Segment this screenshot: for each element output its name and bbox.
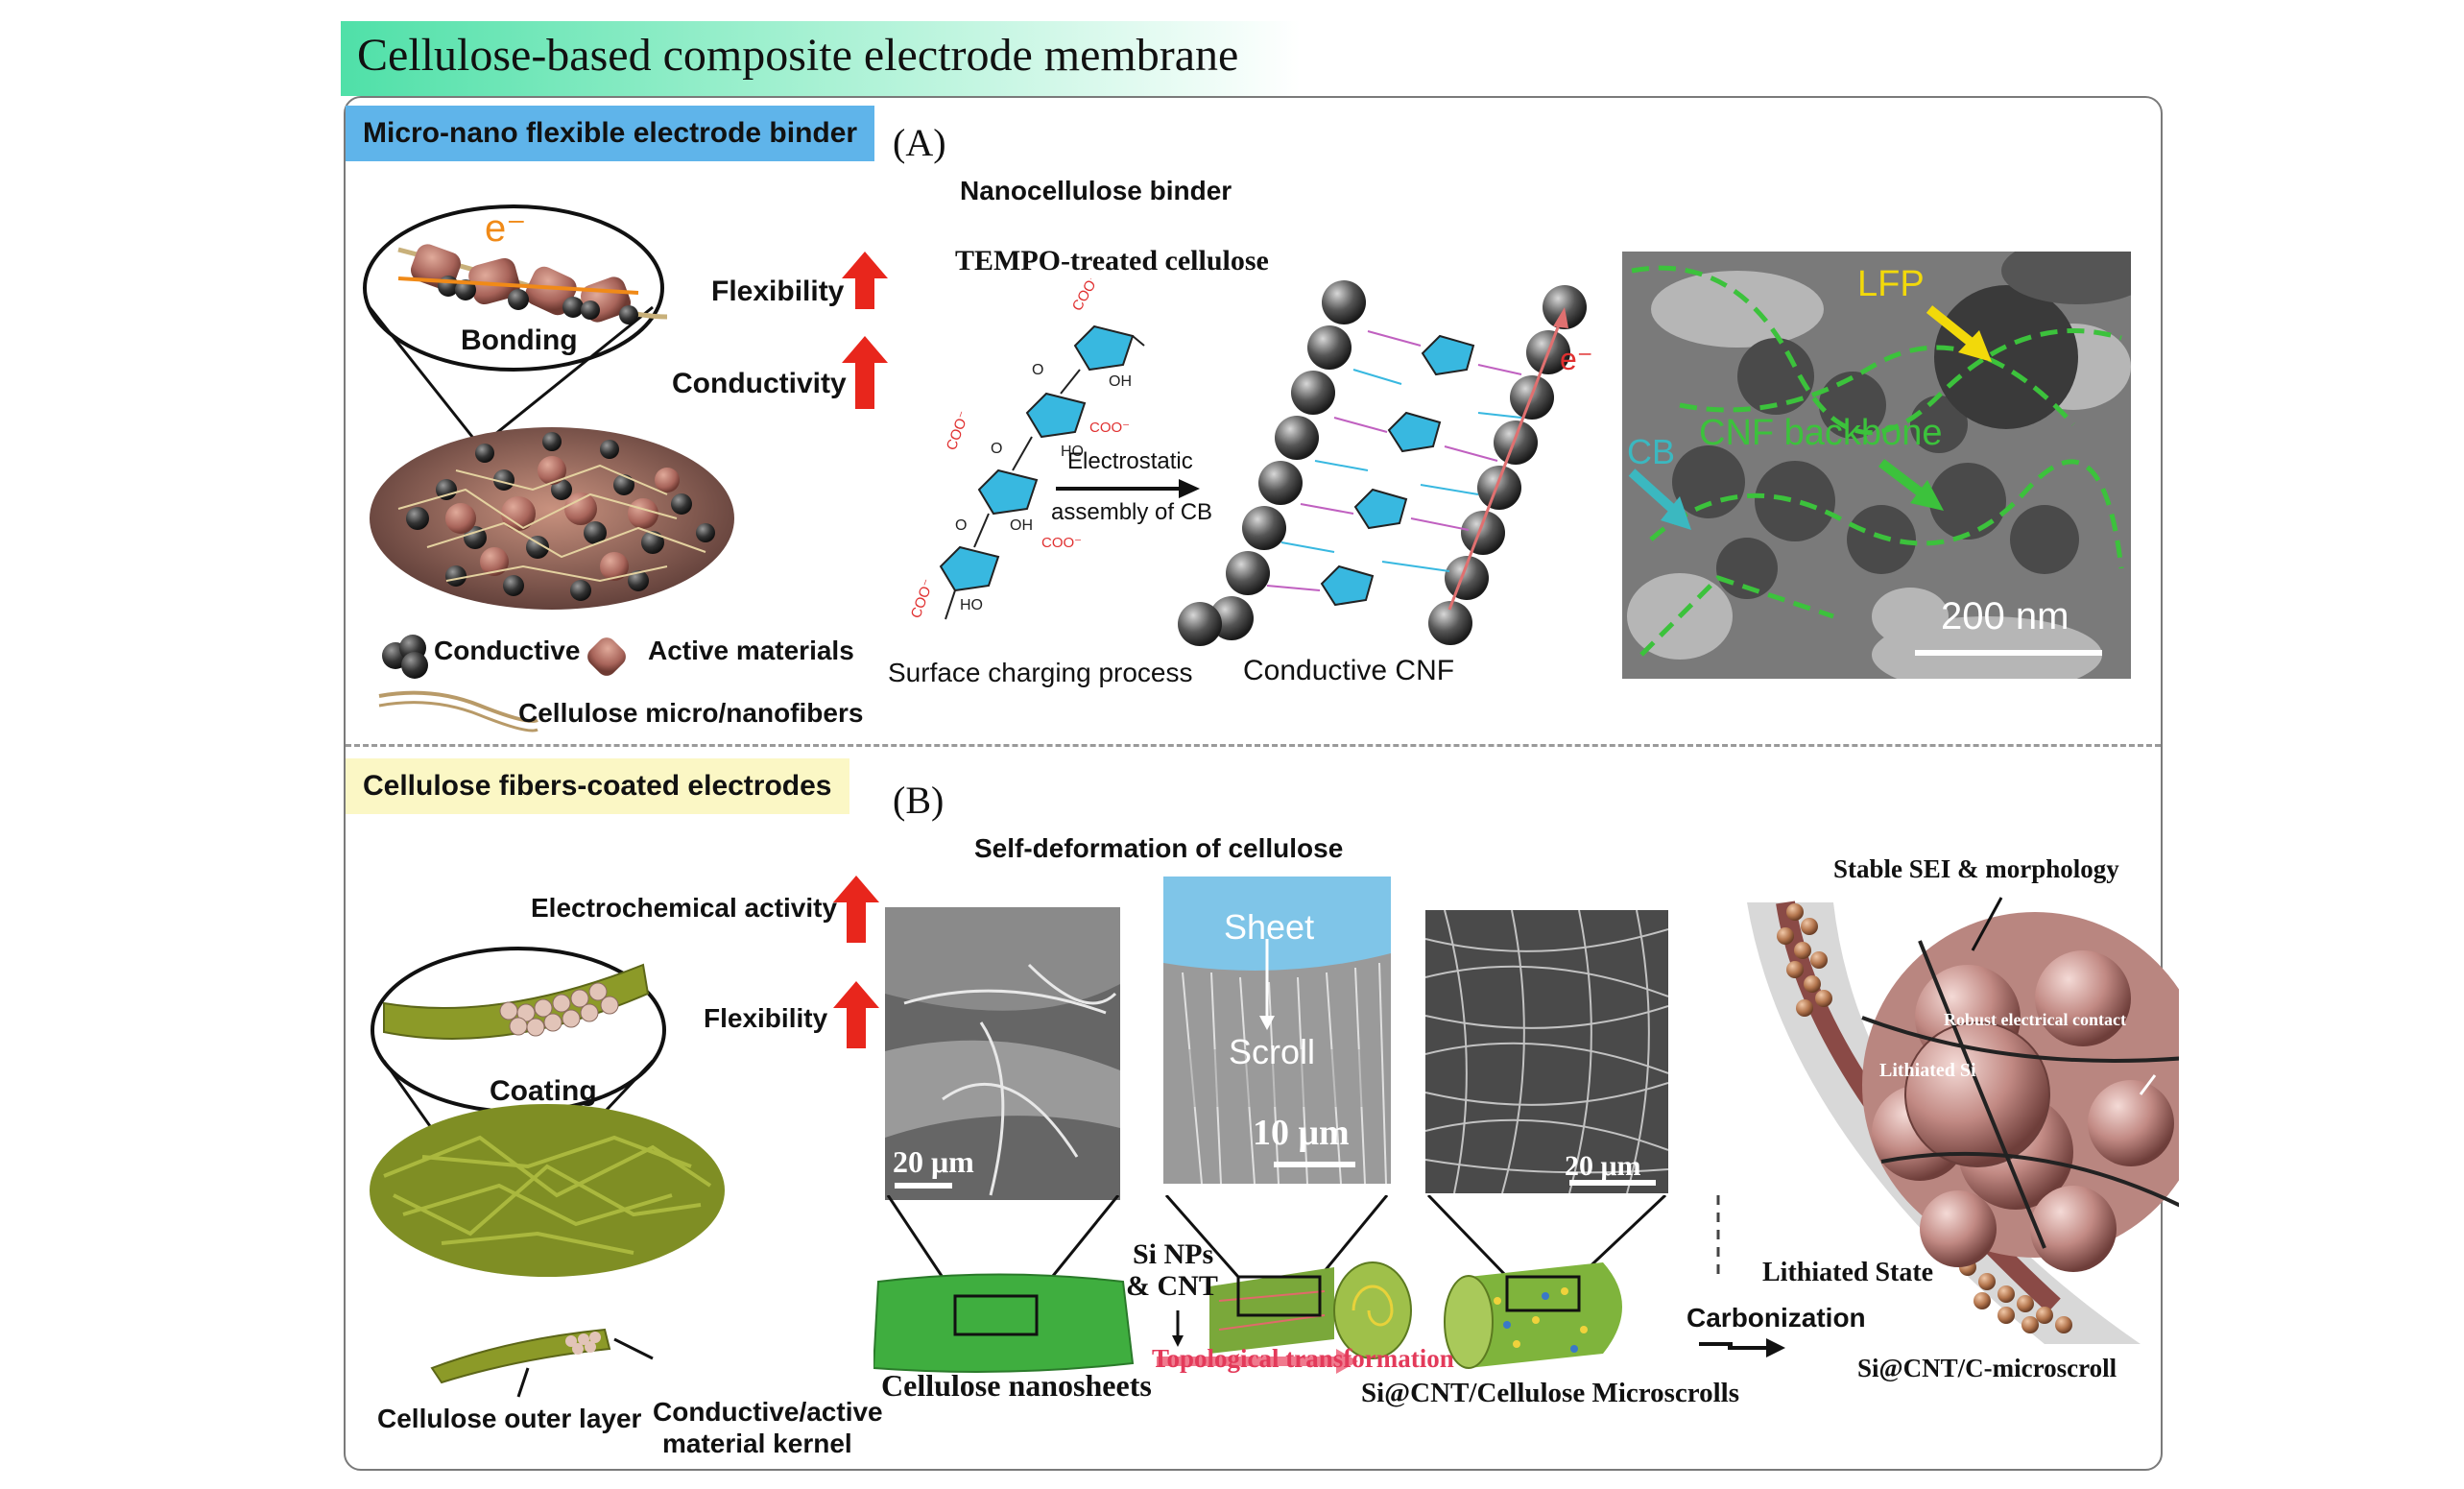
flexibility-label-b: Flexibility [704,1003,828,1033]
sem2-scroll-label: Scroll [1229,1032,1316,1071]
svg-text:OH: OH [1010,517,1033,534]
stable-sei-label: Stable SEI & morphology [1833,854,2119,883]
process-arrow-line1: Electrostatic [1067,448,1193,474]
sem3-texture [1425,910,1668,1193]
lithiated-state-label: Lithiated State [1762,1258,1934,1287]
conductive-cnf-diagram [1178,280,1587,646]
svg-text:OH: OH [1109,373,1132,390]
cellulose-nanosheets-label: Cellulose nanosheets [881,1368,1152,1403]
sem-image-nanosheets [885,907,1120,1200]
kernel-label-line1: Conductive/active [653,1397,883,1427]
legend-active-materials: Active materials [648,636,854,665]
legend-cellulose-fibers: Cellulose micro/nanofibers [518,698,864,728]
coated-fiber-illustration [370,947,725,1398]
svg-text:COO⁻: COO⁻ [1069,278,1104,314]
topological-transformation-label: Topological transformation [1152,1344,1454,1373]
sem1-texture [885,907,1120,1200]
si-nps-line1: Si NPs [1133,1238,1214,1270]
electrochemical-activity-label: Electrochemical activity [531,893,838,923]
sem2-texture [1163,877,1391,1184]
topological-transformation-diagram [873,1195,1733,1374]
title-banner [341,21,1301,96]
sem2-scale-label: 10 μm [1253,1113,1350,1153]
svg-text:HO: HO [1061,444,1084,460]
panel-letter-b: (B) [893,779,945,822]
tem-backbone-label: CNF backbone [1699,413,1943,453]
sem1-scale-label: 20 μm [893,1144,974,1179]
legend-conductive: Conductive [434,636,581,665]
section-tag-b: Cellulose fibers-coated electrodes [346,758,849,814]
panel-letter-a: (A) [893,121,946,164]
robust-contact-label: Robust electrical contact [1944,1010,2126,1029]
sem-image-microscrolls [1425,910,1668,1193]
tem-cb-label: CB [1627,432,1676,471]
tempo-cellulose-chain-diagram: OH HO OH HO O O O COO⁻ COO⁻ COO⁻ COO⁻ COO⁻ [908,278,1145,620]
inset-electron-label: e⁻ [485,207,527,250]
bonding-label: Bonding [461,324,578,356]
sem3-scale-label: 20 μm [1565,1150,1641,1182]
flexibility-label-a: Flexibility [711,276,845,307]
conductivity-label: Conductivity [672,368,847,399]
svg-text:COO⁻: COO⁻ [1089,420,1130,436]
svg-text:O: O [991,441,1002,457]
carbonization-label: Carbonization [1687,1303,1866,1333]
svg-text:COO⁻: COO⁻ [944,409,972,452]
outer-layer-label: Cellulose outer layer [377,1404,642,1433]
surface-charging-caption: Surface charging process [888,658,1193,687]
lithiated-microscroll-illustration [1747,897,2179,1344]
svg-text:COO⁻: COO⁻ [1041,535,1082,551]
binder-electrode-illustration [363,204,734,610]
kernel-label-line2: material kernel [662,1429,852,1458]
sem-image-sheet-scroll [1163,877,1391,1184]
coating-label: Coating [490,1075,597,1107]
microscrolls-label: Si@CNT/Cellulose Microscrolls [1361,1378,1740,1408]
si-nps-line2: & CNT [1126,1270,1218,1302]
tem-micrograph [1622,252,2131,679]
svg-text:O: O [1032,362,1043,378]
main-frame [344,96,2163,1471]
svg-text:HO: HO [960,597,983,613]
tem-texture [1622,252,2131,679]
tem-scale-label: 200 nm [1941,595,2069,637]
self-deformation-heading: Self-deformation of cellulose [974,833,1344,863]
tem-lfp-label: LFP [1857,264,1925,304]
final-structure-label: Si@CNT/C-microscroll [1857,1354,2117,1382]
cnf-electron-label: e⁻ [1560,342,1593,376]
carbonization-arrow-icon [1728,1338,1785,1357]
nanocellulose-binder-heading: Nanocellulose binder [960,176,1232,205]
page-title: Cellulose-based composite electrode memb… [357,30,1239,81]
svg-text:O: O [955,517,967,534]
electrochemical-up-arrow-icon [833,876,879,943]
electrostatic-assembly-arrow-icon [1056,479,1200,498]
svg-text:COO⁻: COO⁻ [908,577,937,620]
flexibility-b-up-arrow-icon [833,981,879,1048]
process-arrow-line2: assembly of CB [1051,499,1213,525]
legend-icons [378,635,626,732]
section-tag-a: Micro-nano flexible electrode binder [346,106,875,161]
conductive-cnf-caption: Conductive CNF [1243,655,1455,686]
tempo-label: TEMPO-treated cellulose [955,245,1269,276]
lithiated-si-label: Lithiated Si [1879,1060,1976,1081]
flexibility-up-arrow-icon [842,252,888,309]
section-divider [346,744,2161,747]
conductivity-up-arrow-icon [842,336,888,409]
sem2-sheet-label: Sheet [1224,907,1315,947]
